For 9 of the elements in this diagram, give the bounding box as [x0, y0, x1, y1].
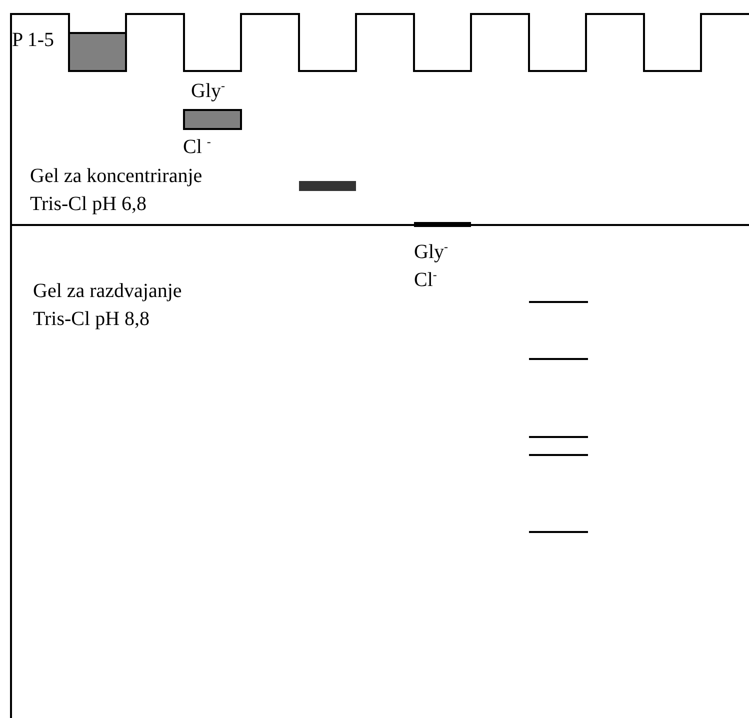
ion-label: Gly$^{-}$ — [191, 80, 225, 102]
ion-label: Cl$^{-}$ — [414, 269, 437, 291]
buffer-label: Tris-Cl pH 6,8 — [30, 193, 147, 215]
ion-label: Cl $^{-}$ — [183, 136, 211, 158]
buffer-label: Tris-Cl pH 8,8 — [33, 308, 150, 330]
gel-label: Gel za razdvajanje — [33, 280, 182, 302]
gel-label: Gel za koncentriranje — [30, 165, 202, 187]
ion-label: Gly$^{-}$ — [414, 241, 448, 263]
sample-label: P 1-5 — [12, 29, 54, 51]
